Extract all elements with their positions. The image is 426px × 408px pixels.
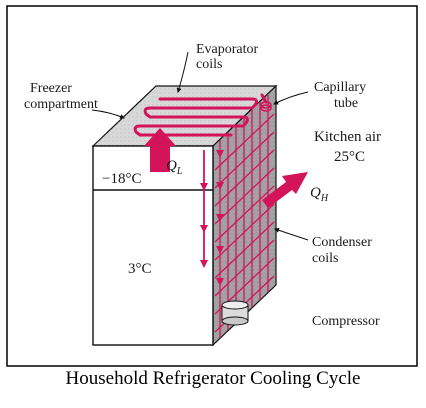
label-heat-high: QH bbox=[310, 185, 329, 204]
compressor-unit bbox=[221, 300, 249, 326]
label-heat-low: QL bbox=[166, 158, 183, 177]
label-evaporator-coils-line1: Evaporator bbox=[196, 42, 259, 57]
cabinet-front-face bbox=[92, 145, 214, 346]
label-capillary-tube-line2: tube bbox=[334, 96, 358, 111]
label-condenser-coils-line1: Condenser bbox=[312, 235, 372, 250]
diagram-caption: Household Refrigerator Cooling Cycle bbox=[65, 368, 361, 389]
label-kitchen-air-line2: 25°C bbox=[334, 149, 365, 165]
heat-in-arrow bbox=[144, 128, 176, 172]
label-compressor: Compressor bbox=[312, 314, 380, 329]
evaporator-coils bbox=[133, 93, 268, 137]
label-freezer-compartment-line2: compartment bbox=[24, 97, 98, 112]
heat-out-arrow bbox=[262, 172, 308, 208]
label-fridge-temperature: 3°C bbox=[128, 261, 152, 277]
diagram-frame bbox=[6, 5, 418, 367]
label-kitchen-air-line1: Kitchen air bbox=[314, 129, 381, 145]
flow-arrowheads bbox=[200, 150, 224, 286]
capillary-tube bbox=[260, 101, 272, 112]
label-condenser-coils-line2: coils bbox=[312, 251, 338, 266]
label-evaporator-coils-line2: coils bbox=[196, 57, 222, 72]
condenser-coils bbox=[214, 95, 275, 338]
label-freezer-temperature: −18°C bbox=[102, 171, 141, 187]
label-freezer-compartment-line1: Freezer bbox=[30, 81, 72, 96]
leader-lines bbox=[91, 51, 309, 241]
label-capillary-tube-line1: Capillary bbox=[314, 80, 366, 95]
